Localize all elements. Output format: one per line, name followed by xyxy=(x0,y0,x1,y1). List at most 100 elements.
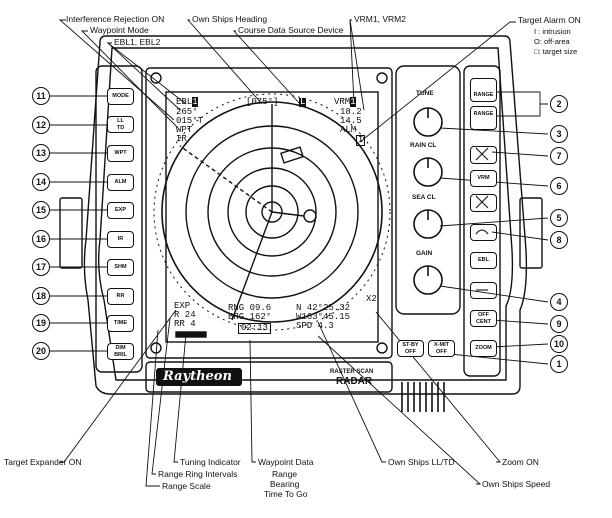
screen-speed: SPD 4.3 xyxy=(296,321,334,331)
ebl-rotate-button[interactable] xyxy=(470,224,497,241)
transmit-label: X-MIT xyxy=(434,342,449,348)
screen-zoom: X2 xyxy=(366,294,377,304)
brand-raster-scan: RASTER SCAN xyxy=(330,369,374,375)
off-label: OFF xyxy=(478,312,489,318)
standby-label: ST-BY xyxy=(402,342,419,348)
left-handle xyxy=(59,197,83,269)
vents xyxy=(401,382,445,412)
callout-waypoint-mode: Waypoint Mode xyxy=(90,25,149,35)
rr-button[interactable]: RR xyxy=(107,288,134,305)
number-15: 15 xyxy=(32,201,50,219)
screen-wpt-mode: WPT xyxy=(176,125,193,135)
number-2: 2 xyxy=(550,95,568,113)
callout-waypoint-range: Range xyxy=(272,469,298,479)
screen-waypoint-ttg: 02:13 xyxy=(238,323,272,334)
left-button-panel xyxy=(95,65,143,373)
shm-button[interactable]: SHM xyxy=(107,259,134,276)
callout-target-expander: Target Expander ON xyxy=(4,457,82,467)
screen xyxy=(165,91,379,343)
number-7: 7 xyxy=(550,147,568,165)
number-18: 18 xyxy=(32,287,50,305)
rain-knob-label: RAIN CL xyxy=(410,142,437,149)
number-11: 11 xyxy=(32,87,50,105)
number-5: 5 xyxy=(550,209,568,227)
right-handle xyxy=(519,197,543,269)
brand-logo: Raytheon xyxy=(163,369,232,384)
ll-td-top-label: LL xyxy=(117,118,124,124)
callout-waypoint-ttg: Time To Go xyxy=(264,489,308,499)
brand-radar: RADAR xyxy=(336,376,373,387)
callout-waypoint-bearing: Bearing xyxy=(270,479,300,489)
time-button[interactable]: TIME xyxy=(107,315,134,332)
screen-range: R 24 xyxy=(174,310,196,320)
callout-own-speed: Own Ships Speed xyxy=(482,479,551,489)
cent-label: CENT xyxy=(476,318,491,325)
range-up-button[interactable]: RANGE xyxy=(470,78,497,102)
screen-ir: IR xyxy=(176,134,187,144)
callout-zoom-on: Zoom ON xyxy=(502,457,539,467)
number-6: 6 xyxy=(550,177,568,195)
screen-exp: EXP xyxy=(174,301,191,311)
number-10: 10 xyxy=(550,335,568,353)
alm-button[interactable]: ALM xyxy=(107,174,134,191)
screen-ebl-value-2: 015°T xyxy=(176,116,204,126)
callout-waypoint-data: Waypoint Data xyxy=(258,457,314,467)
number-3: 3 xyxy=(550,125,568,143)
vrm-button[interactable]: VRM xyxy=(470,170,497,187)
exp-button[interactable]: EXP xyxy=(107,202,134,219)
callout-ebl: EBL1, EBL2 xyxy=(114,37,161,47)
number-14: 14 xyxy=(32,173,50,191)
callout-own-lltd: Own Ships LL/TD xyxy=(388,457,455,467)
screen-vrm-value-1: 18.2 xyxy=(340,107,362,117)
callout-alarm-target-size: □: target size xyxy=(534,47,578,56)
zoom-in-button[interactable] xyxy=(470,146,497,164)
housing-outline xyxy=(83,35,528,395)
screen-latitude: N 42°25.32 xyxy=(296,303,351,313)
transmit-off-label: OFF xyxy=(436,348,447,355)
ebl-button[interactable]: EBL xyxy=(470,252,497,269)
screen-ebl-value-1: 265° xyxy=(176,107,198,117)
number-20: 20 xyxy=(32,342,50,360)
screen-course-source: L xyxy=(299,97,307,107)
callout-interference: Interference Rejection ON xyxy=(66,14,165,24)
gain-knob-label: GAIN xyxy=(416,250,433,257)
range-down-button[interactable]: RANGE xyxy=(470,106,497,130)
callout-course-source: Course Data Source Device xyxy=(238,25,344,35)
zoom-button[interactable]: ZOOM xyxy=(470,340,497,357)
number-1: 1 xyxy=(550,355,568,373)
brand-logo-plate xyxy=(156,368,242,386)
brand-panel xyxy=(145,361,393,393)
screen-alm: ALM xyxy=(340,125,357,135)
callout-tuning: Tuning Indicator xyxy=(180,457,241,467)
number-13: 13 xyxy=(32,144,50,162)
number-19: 19 xyxy=(32,314,50,332)
callout-range-rings: Range Ring Intervals xyxy=(158,469,238,479)
screen-vrm-label: VRM1 xyxy=(334,97,356,107)
screen-range-rings: RR 4 xyxy=(174,319,196,329)
screen-ebl-label: EBL1 xyxy=(176,97,198,107)
minus-button[interactable] xyxy=(470,282,497,299)
ll-td-bottom-label: TD xyxy=(116,124,125,131)
callout-range-scale: Range Scale xyxy=(162,481,211,491)
callout-own-heading: Own Ships Heading xyxy=(192,14,268,24)
screen-heading: [075°] xyxy=(246,97,279,107)
zoom-out-button[interactable] xyxy=(470,194,497,212)
number-12: 12 xyxy=(32,116,50,134)
right-button-panel xyxy=(463,65,501,377)
number-8: 8 xyxy=(550,231,568,249)
number-9: 9 xyxy=(550,315,568,333)
knob-panel xyxy=(395,65,461,315)
mode-button[interactable]: MODE xyxy=(107,88,134,105)
screen-waypoint-range: RNG 09.6 xyxy=(228,303,272,313)
screen-waypoint-bearing: BRG 162° xyxy=(228,312,272,322)
ir-button[interactable]: IR xyxy=(107,231,134,248)
callout-target-alarm: Target Alarm ON xyxy=(518,15,581,25)
wpt-button[interactable]: WPT xyxy=(107,145,134,162)
dim-label: DIM xyxy=(115,345,126,351)
